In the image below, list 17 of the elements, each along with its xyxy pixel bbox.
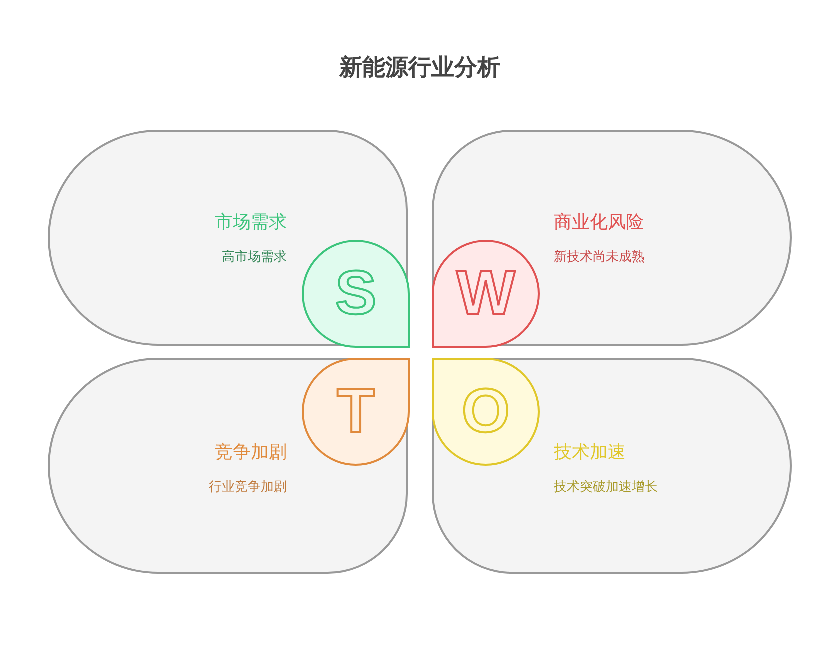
letter-badge: W — [432, 240, 540, 348]
card-heading: 技术加速 — [554, 441, 626, 464]
letter-badge: O — [432, 358, 540, 466]
quadrant-card — [432, 130, 792, 346]
card-heading: 市场需求 — [215, 211, 287, 234]
diagram-title: 新能源行业分析 — [338, 54, 502, 83]
quadrant-card — [432, 358, 792, 574]
letter-badge: S — [302, 240, 410, 348]
quadrant-card — [48, 358, 408, 574]
letter-badge: T — [302, 358, 410, 466]
card-text: 技术突破加速增长 — [554, 479, 658, 496]
card-text: 高市场需求 — [222, 249, 287, 266]
card-heading: 竞争加剧 — [215, 441, 287, 464]
card-text: 新技术尚未成熟 — [554, 249, 645, 266]
card-heading: 商业化风险 — [554, 211, 644, 234]
card-text: 行业竞争加剧 — [209, 479, 287, 496]
quadrant-card — [48, 130, 408, 346]
